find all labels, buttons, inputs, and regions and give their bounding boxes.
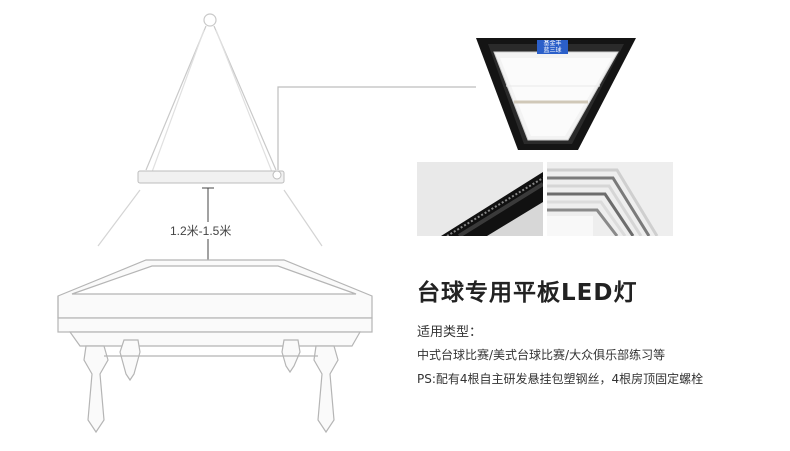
detail-image-layers [547,162,673,236]
product-title: 台球专用平板LED灯 [417,280,638,306]
lamp-product-image [476,38,636,150]
pool-table-drawing [57,259,373,434]
usage-heading: 适用类型： [417,325,483,340]
detail-corner-graphic [417,162,543,236]
brand-badge-top: 基金丰 [543,40,562,47]
height-range-label: 1.2米-1.5米 [168,222,234,239]
brand-badge: 基金丰 蓝三球 [537,40,568,54]
usage-text: 中式台球比赛/美式台球比赛/大众俱乐部练习等 [417,348,666,362]
callout-line [277,86,476,170]
lamp-side-view [97,170,323,247]
hanging-wires [145,13,277,173]
detail-layers-graphic [547,162,673,236]
detail-image-corner [417,162,543,236]
ps-note: PS:配有4根自主研发悬挂包塑钢丝，4根房顶固定螺栓 [417,372,704,386]
brand-badge-bottom: 蓝三球 [543,47,562,54]
